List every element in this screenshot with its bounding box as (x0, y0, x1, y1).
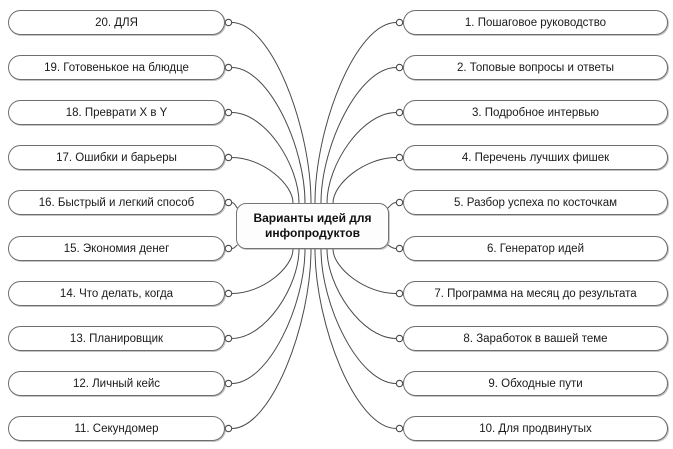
topic-box-4[interactable]: 4. Перечень лучших фишек (403, 145, 668, 170)
topic-box-18[interactable]: 18. Преврати X в Y (8, 100, 225, 125)
topic-box-7[interactable]: 7. Программа на месяц до результата (403, 281, 668, 306)
topic-box-17[interactable]: 17. Ошибки и барьеры (8, 145, 225, 170)
topic-box-16[interactable]: 16. Быстрый и легкий способ (8, 190, 225, 215)
topic-box-13[interactable]: 13. Планировщик (8, 326, 225, 351)
central-topic[interactable]: Варианты идей для инфопродуктов (236, 203, 389, 249)
topic-box-6[interactable]: 6. Генератор идей (403, 236, 668, 261)
topic-box-10[interactable]: 10. Для продвинутых (403, 416, 668, 441)
topic-box-5[interactable]: 5. Разбор успеха по косточкам (403, 190, 668, 215)
topic-box-8[interactable]: 8. Заработок в вашей теме (403, 326, 668, 351)
topic-box-19[interactable]: 19. Готовенькое на блюдце (8, 55, 225, 80)
topic-box-15[interactable]: 15. Экономия денег (8, 236, 225, 261)
topic-box-14[interactable]: 14. Что делать, когда (8, 281, 225, 306)
topic-box-11[interactable]: 11. Секундомер (8, 416, 225, 441)
topic-box-2[interactable]: 2. Топовые вопросы и ответы (403, 55, 668, 80)
topic-box-9[interactable]: 9. Обходные пути (403, 371, 668, 396)
topic-box-1[interactable]: 1. Пошаговое руководство (403, 10, 668, 35)
topic-box-20[interactable]: 20. ДЛЯ (8, 10, 225, 35)
topic-box-12[interactable]: 12. Личный кейс (8, 371, 225, 396)
topic-box-3[interactable]: 3. Подробное интервью (403, 100, 668, 125)
